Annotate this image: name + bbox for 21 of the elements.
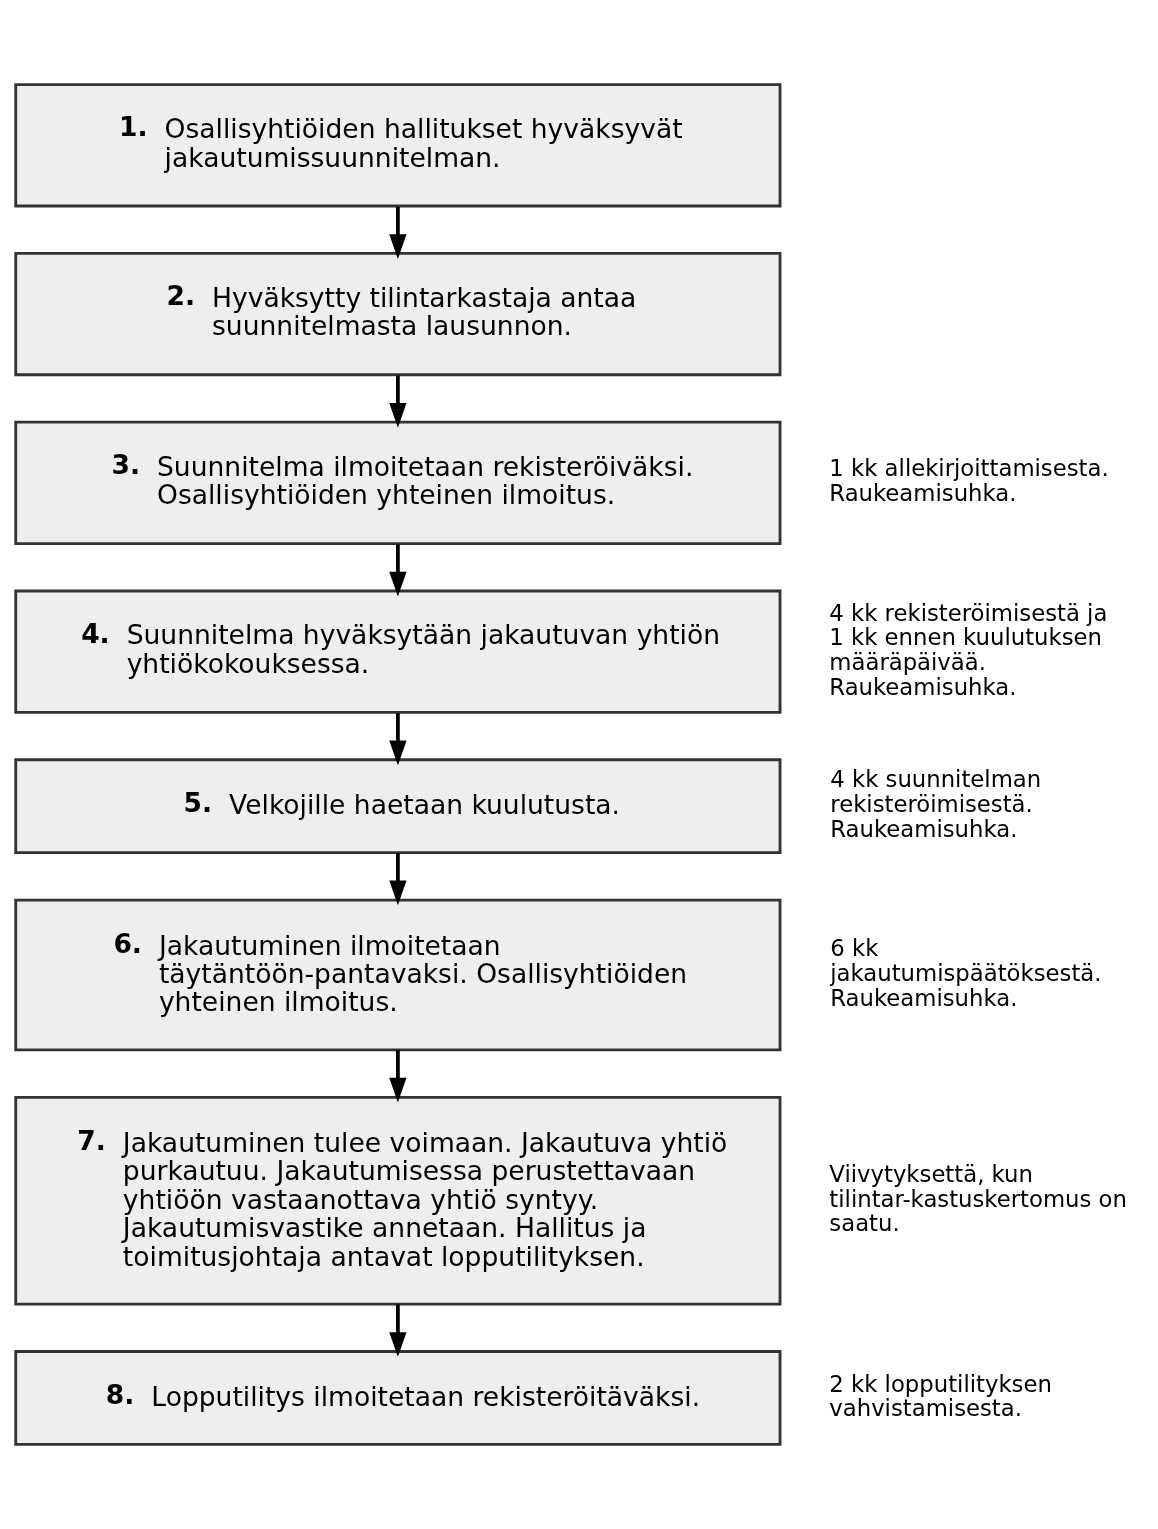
arrow: [389, 375, 407, 428]
node-label: 2 kk lopputilityksen vahvistamisesta.: [829, 1370, 1052, 1422]
node-box: 2. Hyväksytty tilintarkastaja antaa suunnitelmasta lausunnon.: [14, 251, 782, 377]
node-box: 8. Lopputilitys ilmoitetaan rekisteröitäväksi.: [14, 1350, 782, 1446]
node-box: 6. Jakautuminen ilmoitetaan täytäntöön-pantavaksi. Osallisyhtiöiden yhteinen ilmoitus.: [14, 898, 782, 1052]
arrow: [389, 206, 407, 259]
node-label: Viivytyksettä, kun tilintar-kastuskertomus on saatu.: [829, 1160, 1127, 1237]
node-box: 7. Jakautuminen tulee voimaan. Jakautuva yhtiö purkautuu. Jakautumisessa perustettavaan yhtiöön vastaanottava yhtiö syntyy. Jakautumisvastike annetaan. Hallitus ja toimitusjohtaja antavat lopputilityksen.: [14, 1095, 782, 1306]
node-box: 1. Osallisyhtiöiden hallitukset hyväksyvät jakautumissuunnitelman.: [14, 83, 782, 208]
arrow: [389, 1050, 407, 1103]
arrow: [389, 544, 407, 597]
node-box: 4. Suunnitelma hyväksytään jakautuvan yhtiön yhtiökokouksessa.: [14, 589, 782, 714]
node-label: 1 kk allekirjoittamisesta. Raukeamisuhka.: [829, 455, 1109, 507]
node-label: 4 kk rekisteröimisestä ja 1 kk ennen kuulutuksen määräpäivää. Raukeamisuhka.: [829, 599, 1108, 700]
node-label: 4 kk suunnitelman rekisteröimisestä. Raukeamisuhka.: [830, 766, 1042, 842]
arrow: [389, 713, 407, 766]
node-box: 5. Velkojille haetaan kuulutusta.: [14, 758, 782, 855]
arrow: [389, 1304, 407, 1357]
node-box: 3. Suunnitelma ilmoitetaan rekisteröiväksi. Osallisyhtiöiden yhteinen ilmoitus.: [14, 420, 782, 545]
arrow: [389, 853, 407, 906]
node-label: 6 kk jakautumispäätöksestä. Raukeamisuhka.: [830, 935, 1102, 1011]
